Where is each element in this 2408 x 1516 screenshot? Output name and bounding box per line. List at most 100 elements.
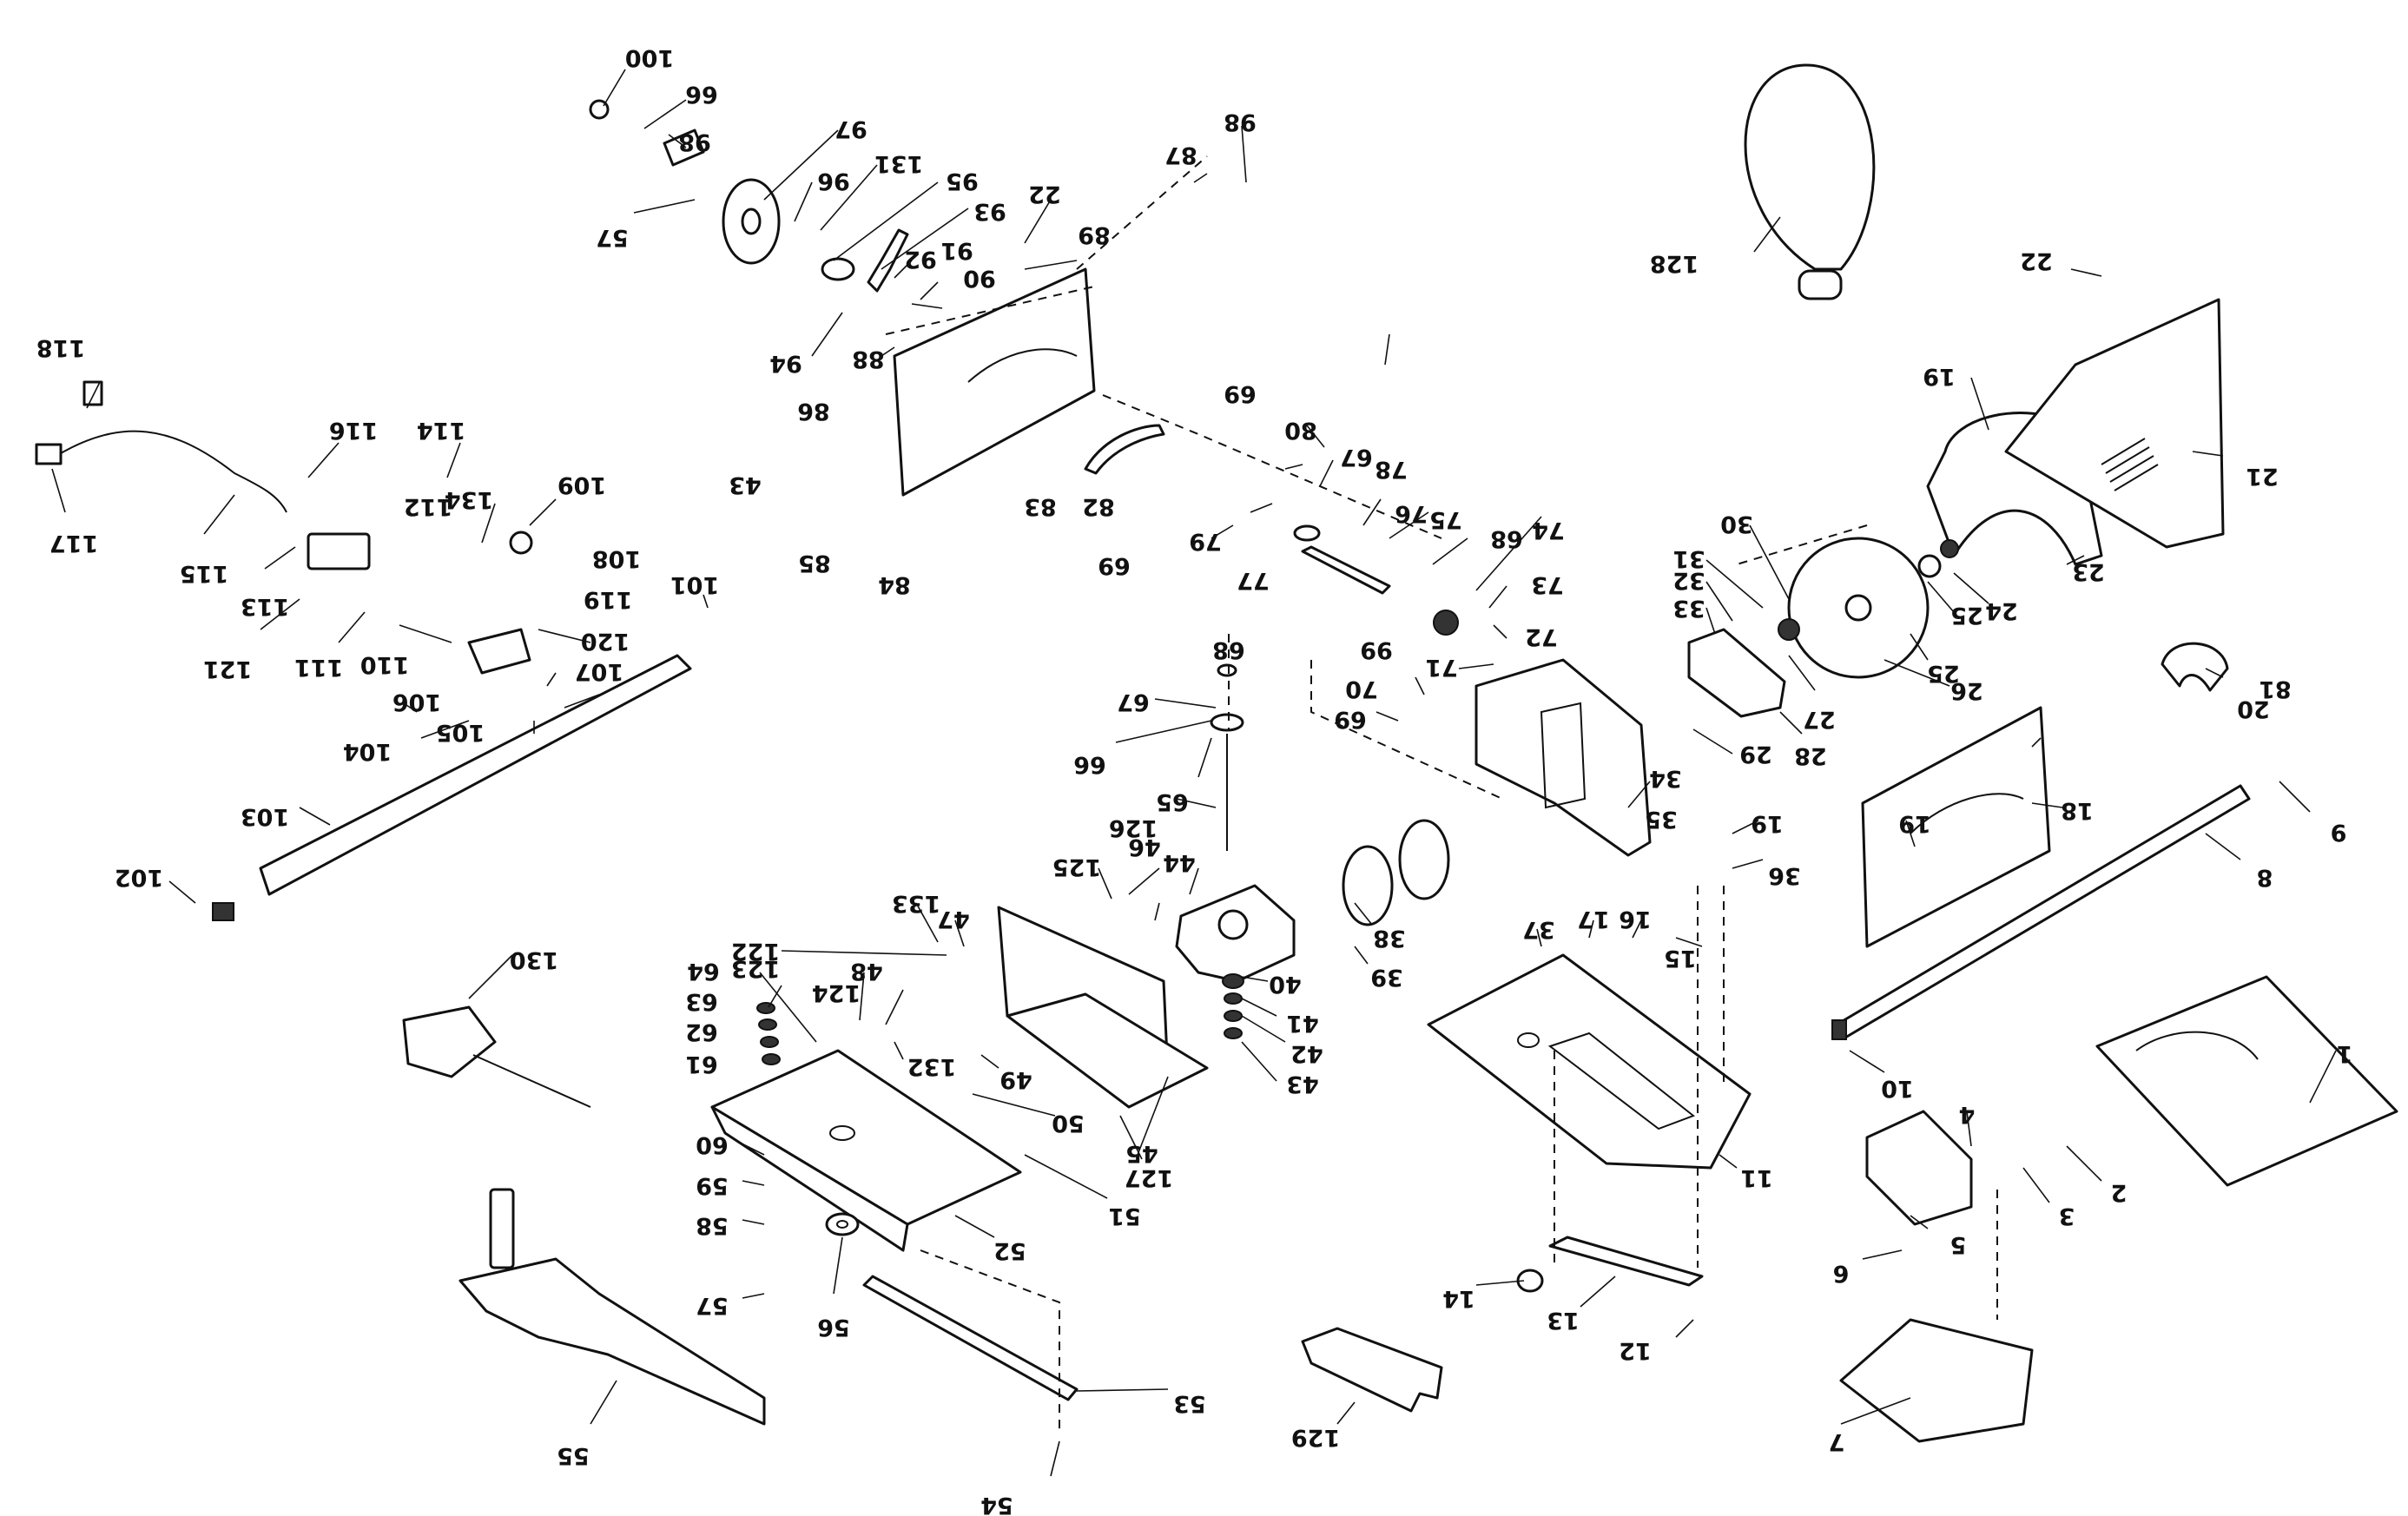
part-label: 113 [241, 593, 289, 620]
part-label: 25 [1950, 602, 1983, 629]
assembly-line-j [1736, 524, 1868, 565]
part-label: 92 [904, 246, 937, 273]
part-label: 12 [1619, 1337, 1652, 1364]
part-label: 118 [36, 334, 85, 361]
part-label: 7 [1829, 1428, 1845, 1455]
part-label: 71 [1425, 654, 1458, 681]
dust-bag-collar [1798, 269, 1843, 300]
part-label: 44 [1163, 849, 1196, 876]
part-label: 52 [993, 1237, 1026, 1264]
lead-screw-cap [1217, 663, 1237, 677]
part-label: 40 [1269, 971, 1302, 998]
part-label: 69 [1098, 552, 1131, 579]
dust-bag-shape [1744, 63, 1876, 271]
cover-plate-shape [2004, 298, 2225, 549]
part-label: 116 [329, 417, 378, 444]
part-label: 19 [1898, 810, 1931, 837]
part-label: 112 [404, 493, 452, 520]
part-label: 67 [1340, 444, 1373, 471]
part-label: 65 [1156, 788, 1189, 815]
part-label: 23 [2072, 558, 2105, 585]
part-label: 120 [581, 628, 630, 655]
part-label: 89 [1078, 221, 1111, 248]
part-label: 134 [445, 486, 493, 513]
motor-boss [1217, 909, 1249, 940]
part-label: 96 [817, 168, 850, 194]
part-label: 133 [892, 890, 940, 917]
part-label: 73 [1531, 571, 1564, 598]
part-label: 50 [1052, 1110, 1085, 1137]
blade-washer [1778, 618, 1800, 641]
miter-table-shape [2095, 975, 2398, 1187]
shaft-shape [1301, 545, 1391, 595]
saw-blade-arbor [1844, 594, 1872, 622]
side-panel-shape [1861, 706, 2051, 948]
part-label: 5 [1950, 1231, 1967, 1258]
assembly-line-i [920, 1249, 1060, 1433]
washer-56-hole [836, 1220, 848, 1229]
leader-lines [51, 69, 2337, 1477]
gear-99 [1433, 610, 1459, 636]
power-plug [35, 443, 63, 465]
housing-window [1540, 702, 1587, 809]
part-label: 25 [1927, 660, 1960, 687]
switch-bracket [307, 532, 371, 570]
part-label: 72 [1525, 623, 1558, 650]
part-label: 111 [294, 654, 343, 681]
outfeed-support-shape [459, 1257, 766, 1426]
part-label: 24 [1985, 597, 2018, 624]
part-label: 123 [731, 955, 780, 982]
part-label: 53 [1173, 1390, 1206, 1417]
part-label: 125 [1052, 854, 1101, 880]
table-frame-shape [710, 1105, 909, 1252]
part-label: 6 [1833, 1260, 1850, 1287]
part-label: 38 [1373, 925, 1406, 952]
part-label: 14 [1442, 1285, 1475, 1312]
part-label: 115 [180, 560, 228, 587]
part-label: 114 [417, 417, 465, 444]
assembly-line-k [1076, 155, 1208, 270]
part-label: 101 [670, 571, 719, 598]
lead-screw-gear [1210, 713, 1244, 732]
miter-protractor [2135, 1031, 2259, 1060]
part-label: 3 [2059, 1203, 2075, 1229]
part-label: 117 [49, 530, 98, 557]
part-label: 105 [436, 719, 485, 746]
base-plate-shape [1427, 953, 1752, 1170]
part-label: 66 [685, 81, 718, 108]
outfeed-post [489, 1188, 515, 1269]
part-label: 31 [1672, 545, 1705, 572]
part-label: 68 [1490, 525, 1523, 552]
part-label: 22 [2020, 247, 2053, 274]
miter-gauge-bar [472, 1054, 591, 1108]
part-label: 41 [1286, 1010, 1319, 1037]
part-label: 106 [393, 689, 441, 715]
part-label: 17 [1577, 906, 1610, 933]
part-label: 98 [1224, 109, 1257, 135]
table-hole [829, 1125, 855, 1141]
front-rail-shape [259, 654, 692, 896]
part-label: 102 [115, 864, 163, 891]
part-label: 21 [2246, 463, 2279, 490]
part-label: 62 [685, 1018, 718, 1045]
part-label: 128 [1650, 250, 1699, 277]
part-label: 22 [1028, 181, 1061, 208]
dust-chute-shape [1839, 1318, 2034, 1443]
part-label: 43 [1286, 1071, 1319, 1097]
part-label: 86 [797, 398, 830, 425]
part-label: 51 [1108, 1203, 1141, 1229]
part-label: 94 [769, 350, 802, 377]
rail-53-shape [862, 1275, 1079, 1401]
part-label: 100 [625, 44, 674, 71]
part-label: 119 [584, 586, 632, 613]
part-label: 104 [343, 738, 392, 765]
part-label: 130 [510, 946, 558, 973]
part-label: 33 [1672, 595, 1705, 622]
part-label: 59 [696, 1172, 729, 1199]
part-label: 85 [798, 550, 831, 577]
part-label: 69 [1224, 380, 1257, 407]
part-label: 16 [1619, 906, 1652, 933]
part-label: 32 [1672, 567, 1705, 594]
part-label: 93 [973, 198, 1006, 225]
shaft-spring [1293, 524, 1321, 542]
